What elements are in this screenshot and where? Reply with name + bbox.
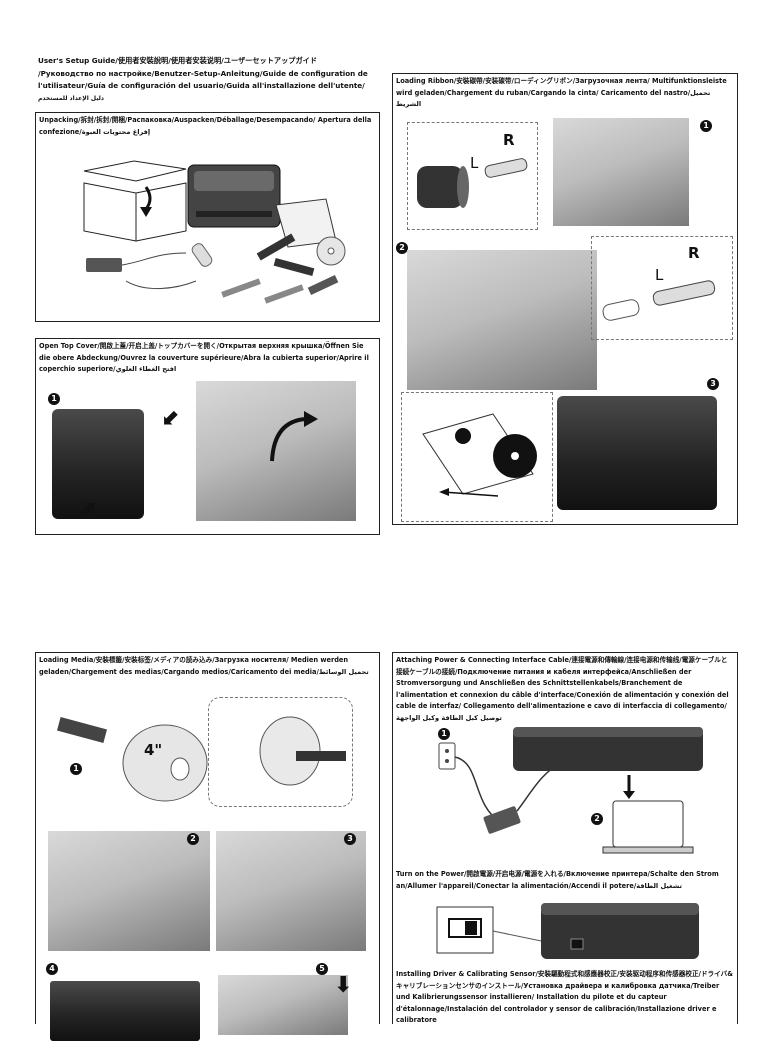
panel-title: Open Top Cover/開啟上蓋/开启上盖/トップカバーを開く/Откры… [39,341,376,376]
label-l: L [470,154,478,172]
title-line: l'utilisateur/Guía de configuración del … [38,80,383,93]
label-r: R [503,131,515,149]
panel-open-cover: Open Top Cover/開啟上蓋/开启上盖/トップカバーを開く/Откры… [35,338,380,535]
step-badge: 1 [700,120,712,132]
media-close-image [218,975,348,1035]
media-insert-image [48,831,210,951]
ribbon-core-illustration [411,142,531,212]
guide-title: User's Setup Guide/使用者安裝說明/使用者安装说明/ユーザーセ… [38,55,383,105]
power-cable-illustration [401,723,731,853]
arrow-icon: ⬋ [162,407,180,429]
media-loaded-image [216,831,366,951]
panel-loading-ribbon: Loading Ribbon/安裝碳帶/安装碳带/ローディングリボン/Загру… [392,73,738,525]
panel-title: Loading Media/安裝標籤/安裝标签/メディアの読み込み/Загруз… [39,655,376,678]
panel-title: Loading Ribbon/安裝碳帶/安装碳带/ローディングリボン/Загру… [396,76,734,111]
title-line: /Руководство по настройке/Benutzer-Setup… [38,68,383,81]
title-line: User's Setup Guide/使用者安裝說明/使用者安装说明/ユーザーセ… [38,55,383,68]
ribbon-loaded-image [557,396,717,510]
panel-title: Attaching Power & Connecting Interface C… [396,655,734,725]
curved-arrow-icon [264,409,324,469]
panel-unpacking: Unpacking/拆封/拆封/開梱/Распаковка/Auspacken/… [35,112,380,322]
step-badge: 2 [187,833,199,845]
ribbon-printer-image [553,118,689,226]
step-badge: 3 [344,833,356,845]
box-illustration [36,113,381,323]
step-badge: 2 [591,813,603,825]
printer-closed-image [52,409,144,519]
label-r: R [688,244,700,262]
step-badge: 1 [48,393,60,405]
step-badge: 1 [70,763,82,775]
panel-power-interface: Attaching Power & Connecting Interface C… [392,652,738,1024]
panel-loading-media: Loading Media/安裝標籤/安裝标签/メディアの読み込み/Загруз… [35,652,380,1024]
title-line: دليل الإعداد للمستخدم [38,93,383,106]
spindle-illustration [597,274,727,334]
step-badge: 3 [707,378,719,390]
driver-instruction: Installing Driver & Calibrating Sensor/安… [396,969,734,1027]
arrow-down-icon: ⬇ [334,975,352,997]
ribbon-install-image [407,250,597,390]
media-guide-image [50,981,200,1041]
roll-size-label: 4" [144,741,162,759]
step-badge: 4 [46,963,58,975]
ribbon-path-diagram [403,394,553,519]
turn-on-instruction: Turn on the Power/開啟電源/开启电源/電源を入れる/Включ… [396,869,734,892]
media-roll-illustration [50,693,370,813]
arrow-icon: ⬈ [78,499,96,521]
step-badge: 5 [316,963,328,975]
